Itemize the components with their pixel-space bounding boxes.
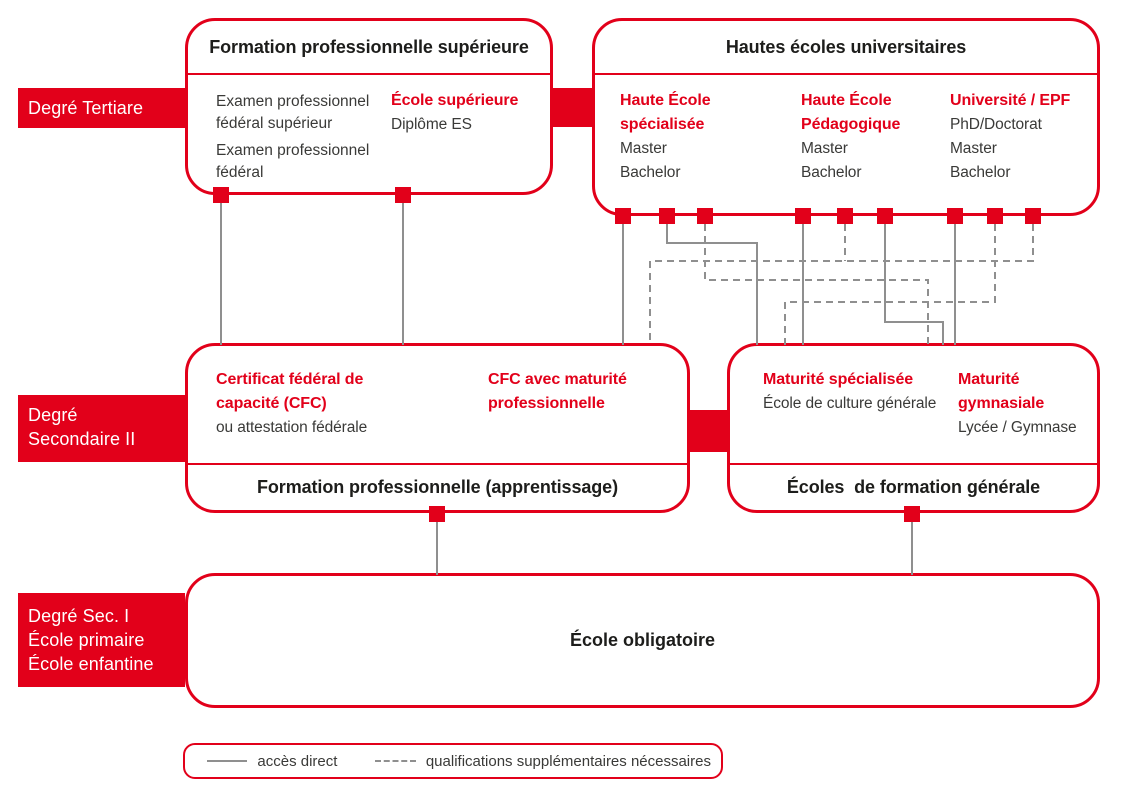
fps-left-column: Examen professionnel fédéral supérieur E… <box>216 91 381 189</box>
heu-column-hes: Haute École spécialisée Master Bachelor <box>620 89 750 185</box>
efg-maturite-specialisee-name: Maturité spécialisée <box>763 371 914 388</box>
tertiary-bridge-block <box>553 88 592 127</box>
efg-left-column: Maturité spécialisée École de culture gé… <box>763 368 963 416</box>
box-hautes-ecoles-universitaires: Hautes écoles universitaires Haute École… <box>592 18 1100 216</box>
efg-footer-separator <box>730 463 1097 465</box>
connection-dashed <box>704 224 929 345</box>
heu-hes-name: Haute École spécialisée <box>620 92 711 133</box>
connection-solid <box>666 224 758 345</box>
efg-footer-title: Écoles de formation générale <box>786 477 1041 497</box>
fps-diplome-es-label: Diplôme ES <box>391 116 472 133</box>
cfc-right-column: CFC avec maturité professionnelle <box>488 368 673 416</box>
cfc-left-column: Certificat fédéral de capacité (CFC) ou … <box>216 368 421 440</box>
level-band-tertiary: Degré Tertiare <box>18 88 185 128</box>
level-band-secondary1-line1: Degré Sec. I <box>28 606 130 626</box>
cfc-footer-separator <box>188 463 687 465</box>
box-formation-professionnelle-apprentissage: Certificat fédéral de capacité (CFC) ou … <box>185 343 690 513</box>
level-band-secondary2: Degré Secondaire II <box>18 395 185 462</box>
legend-direct-access-label: accès direct <box>257 752 338 770</box>
connection-dashed <box>649 224 1034 345</box>
box-formation-professionnelle-superieure: Formation professionnelle supérieure Exa… <box>185 18 553 195</box>
fps-right-column: École supérieure Diplôme ES <box>391 89 551 137</box>
heu-uni-degree-bachelor: Bachelor <box>950 164 1011 181</box>
legend: accès direct qualifications supplémentai… <box>183 743 723 779</box>
heu-hep-name: Haute École Pédagogique <box>801 92 901 133</box>
level-band-secondary1-line3: École enfantine <box>28 654 154 674</box>
heu-hep-degree-master: Master <box>801 140 848 157</box>
cfc-attestation-label: ou attestation fédérale <box>216 419 368 436</box>
heu-hes-degree-master: Master <box>620 140 667 157</box>
efg-lycee-gymnase-label: Lycée / Gymnase <box>958 419 1077 436</box>
fps-item-examen-federal: Examen professionnel fédéral <box>216 142 370 181</box>
fps-title: Formation professionnelle supérieure <box>188 21 550 75</box>
connection-solid <box>884 224 944 345</box>
box-ecoles-formation-generale: Maturité spécialisée École de culture gé… <box>727 343 1100 513</box>
heu-uni-degree-master: Master <box>950 140 997 157</box>
heu-column-uni: Université / EPF PhD/Doctorat Master Bac… <box>950 89 1095 185</box>
heu-uni-degree-phd: PhD/Doctorat <box>950 116 1042 133</box>
efg-ecole-culture-generale-label: École de culture générale <box>763 395 937 412</box>
cfc-maturite-professionnelle-name: CFC avec maturité professionnelle <box>488 371 627 412</box>
level-band-secondary2-line1: Degré <box>28 405 78 425</box>
fps-ecole-superieure-label: École supérieure <box>391 92 519 109</box>
eo-title: École obligatoire <box>569 630 716 650</box>
box-ecole-obligatoire: École obligatoire <box>185 573 1100 708</box>
cfc-footer-title: Formation professionnelle (apprentissage… <box>257 477 618 497</box>
heu-hes-degree-bachelor: Bachelor <box>620 164 681 181</box>
efg-right-column: Maturité gymnasiale Lycée / Gymnase <box>958 368 1088 440</box>
level-band-tertiary-label: Degré Tertiare <box>28 98 144 118</box>
efg-maturite-gymnasiale-name: Maturité gymnasiale <box>958 371 1045 412</box>
solid-line-swatch <box>207 760 248 762</box>
level-band-secondary1-line2: École primaire <box>28 630 145 650</box>
heu-column-hep: Haute École Pédagogique Master Bachelor <box>801 89 931 185</box>
heu-title: Hautes écoles universitaires <box>595 21 1097 75</box>
cfc-name: Certificat fédéral de capacité (CFC) <box>216 371 364 412</box>
secondary2-bridge-block <box>690 410 727 452</box>
dashed-line-swatch <box>375 760 416 762</box>
fps-item-examen-superieur: Examen professionnel fédéral supérieur <box>216 93 370 132</box>
legend-additional-qualifications-label: qualifications supplémentaires nécessair… <box>425 752 711 770</box>
heu-hep-degree-bachelor: Bachelor <box>801 164 862 181</box>
heu-uni-name: Université / EPF <box>950 92 1071 109</box>
level-band-secondary1: Degré Sec. I École primaire École enfant… <box>18 593 185 687</box>
level-band-secondary2-line2: Secondaire II <box>28 429 136 449</box>
connection-dashed <box>784 224 996 345</box>
